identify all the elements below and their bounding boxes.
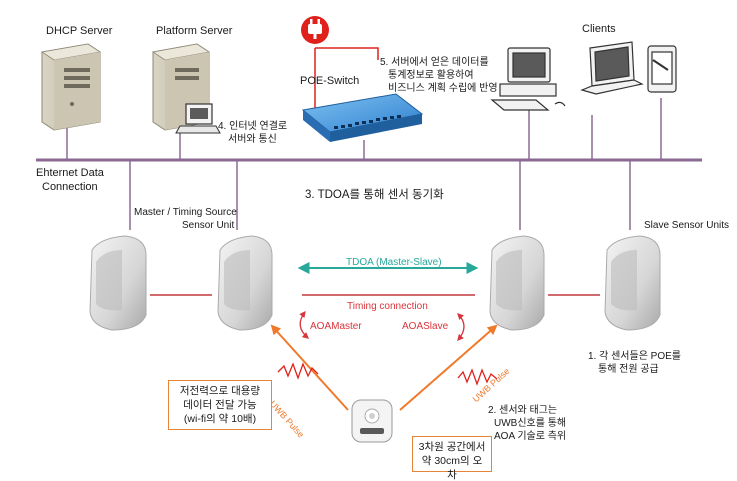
poe-power-note-line2: 통해 전원 공급 (598, 364, 659, 375)
platform-server-label: Platform Server (156, 25, 233, 37)
accuracy-line2: 약 30cm의 오차 (421, 455, 483, 481)
server-data-note-line3: 비즈니스 계획 수립에 반영 (388, 83, 498, 94)
master-unit-label-line1: Master / Timing Source (134, 207, 237, 218)
aoa-master-label: AOAMaster (310, 321, 362, 332)
low-power-line1: 저전력으로 대용량 (179, 385, 261, 397)
laptop-icon (580, 41, 644, 95)
uwb-tag-note-line2: UWB신호를 통해 (494, 418, 567, 429)
uwb-tag-note-line3: AOA 기술로 측위 (494, 431, 567, 442)
poe-power-note-line1: 1. 각 센서들은 POE를 (588, 351, 681, 362)
tablet-icon (647, 45, 677, 93)
poe-switch-label: POE-Switch (300, 75, 360, 87)
server-data-note-line2: 통계정보로 활용하여 (388, 70, 474, 81)
server-data-note-line1: 5. 서버에서 얻은 데이터를 (380, 57, 489, 68)
power-plug-icon (301, 16, 329, 44)
aoa-slave-label: AOASlave (402, 321, 449, 332)
sensor-unit-slave-1 (489, 235, 545, 331)
internet-note-line2: 서버와 통신 (228, 134, 277, 145)
accuracy-line1: 3차원 공간에서 (418, 441, 486, 453)
low-power-line2: 데이터 전달 가능 (183, 399, 257, 411)
tdoa-sync-note: 3. TDOA를 통해 센서 동기화 (305, 189, 444, 201)
dhcp-server-label: DHCP Server (46, 25, 113, 37)
clients-label: Clients (582, 23, 616, 35)
internet-note-line1: 4. 인터넷 연결로 (218, 121, 288, 132)
aoa-master-arrow (299, 310, 309, 339)
ethernet-label-line1: Ehternet Data (36, 167, 104, 179)
uwb-arrow-right (399, 324, 498, 411)
uwb-pulse-wave-left (277, 362, 319, 380)
timing-connection-label: Timing connection (347, 301, 428, 312)
tdoa-link-label: TDOA (Master-Slave) (346, 257, 442, 268)
sensor-unit-slave-2 (604, 235, 661, 331)
sensor-unit-master (217, 235, 273, 331)
master-unit-label-line2: Sensor Unit (182, 220, 235, 231)
platform-server-icon (151, 43, 221, 134)
low-power-callout: 저전력으로 대용량 데이터 전달 가능 (wi-fi의 약 10배) (168, 380, 272, 430)
slave-units-label: Slave Sensor Units (644, 220, 730, 231)
uwb-arrow-left (270, 324, 349, 411)
uwb-pulse-wave-right (457, 368, 498, 386)
accuracy-callout: 3차원 공간에서 약 30cm의 오차 (412, 436, 492, 481)
uwb-tag-icon (351, 399, 393, 443)
poe-switch-icon (301, 47, 424, 142)
dhcp-server-icon (40, 43, 102, 131)
ethernet-label-line2: Connection (42, 181, 98, 193)
aoa-slave-arrow (457, 313, 465, 341)
sensor-unit-1 (89, 235, 147, 331)
desktop-computer-icon (490, 47, 566, 111)
uwb-tag-note-line1: 2. 센서와 태그는 (488, 405, 558, 416)
low-power-line3: (wi-fi의 약 10배) (183, 413, 257, 425)
